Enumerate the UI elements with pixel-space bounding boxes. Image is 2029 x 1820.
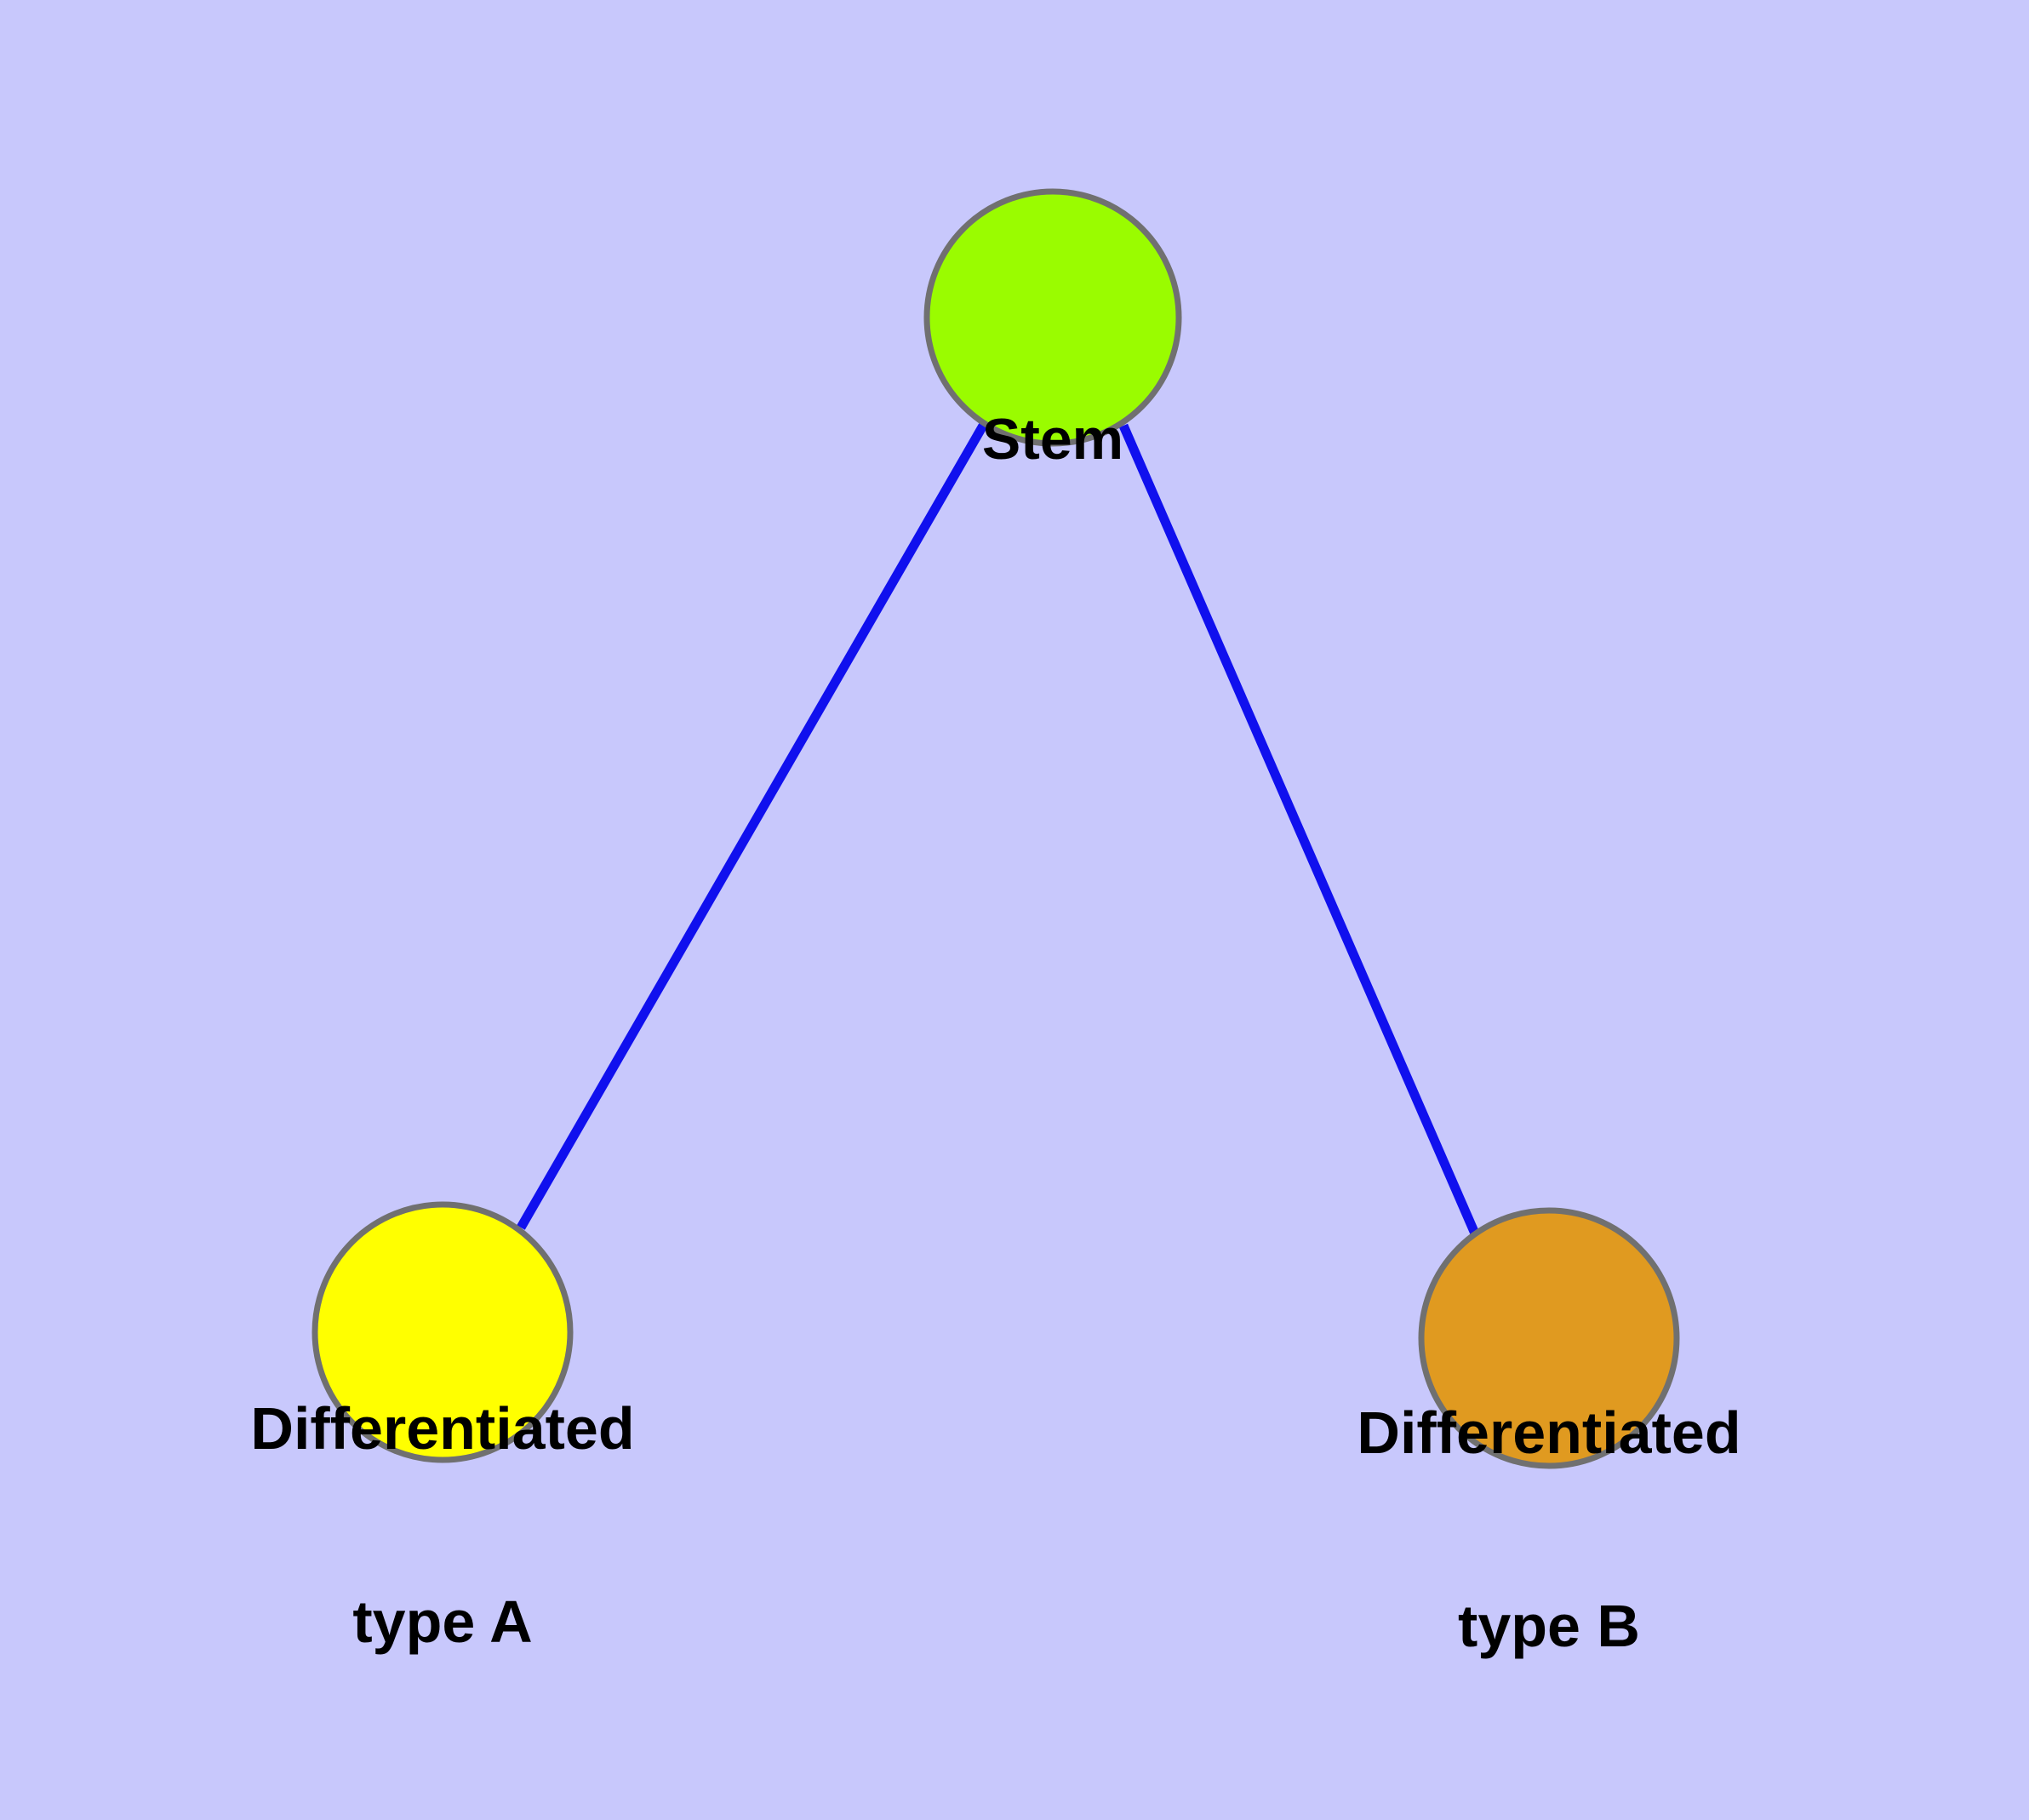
node-layer xyxy=(311,188,1680,1469)
edge-layer xyxy=(517,423,1480,1236)
node-diff-b[interactable] xyxy=(1418,1207,1680,1469)
edge-stem-to-diff-b[interactable] xyxy=(1118,423,1480,1236)
node-stem[interactable] xyxy=(923,188,1182,447)
edge-stem-to-diff-a[interactable] xyxy=(517,423,987,1230)
node-diff-a[interactable] xyxy=(311,1201,574,1463)
